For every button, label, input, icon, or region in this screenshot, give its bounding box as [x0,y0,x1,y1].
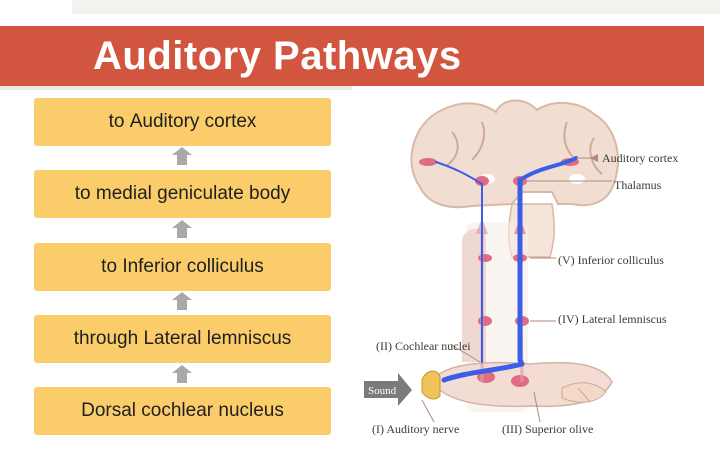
label-cochlear-nuclei: (II) Cochlear nuclei [376,339,471,353]
step-dorsal-cochlear-nucleus: Dorsal cochlear nucleus [34,387,331,435]
up-arrow-icon [172,292,192,310]
top-strip [72,0,720,14]
title-bar-shade [0,86,352,90]
ear-illustration [421,370,607,403]
label-auditory-cortex: Auditory cortex [602,151,678,165]
step-medial-geniculate-body: to medial geniculate body [34,170,331,218]
label-lateral-lemniscus: (IV) Lateral lemniscus [558,312,667,326]
auditory-pathway-diagram: Sound Auditory cortex Thalamus (V) Infer… [364,99,678,436]
step-lateral-lemniscus: through Lateral lemniscus [34,315,331,363]
label-auditory-nerve: (I) Auditory nerve [372,422,459,436]
title-bar [0,26,704,86]
label-superior-olive: (III) Superior olive [502,422,593,436]
step-prefix: to [101,256,118,277]
step-label: Auditory cortex [129,111,257,132]
step-label: Dorsal cochlear nucleus [81,400,284,421]
up-arrow-icon [172,147,192,165]
step-label: Inferior colliculus [122,256,264,277]
label-inferior-colliculus: (V) Inferior colliculus [558,253,664,267]
step-prefix: to [74,183,91,204]
highlighted-pathway [435,156,578,383]
up-arrow-icon [172,365,192,383]
label-thalamus: Thalamus [614,178,662,192]
sound-label: Sound [368,385,397,397]
step-label: Lateral lemniscus [143,328,292,349]
up-arrow-icon [172,220,192,238]
step-prefix: through [73,328,139,349]
slide-title: Auditory Pathways [93,34,462,78]
step-inferior-colliculus: to Inferior colliculus [34,243,331,291]
step-prefix: to [108,111,125,132]
step-auditory-cortex: to Auditory cortex [34,98,331,146]
sound-arrow-icon: Sound [364,373,412,406]
step-label: medial geniculate body [95,183,291,204]
